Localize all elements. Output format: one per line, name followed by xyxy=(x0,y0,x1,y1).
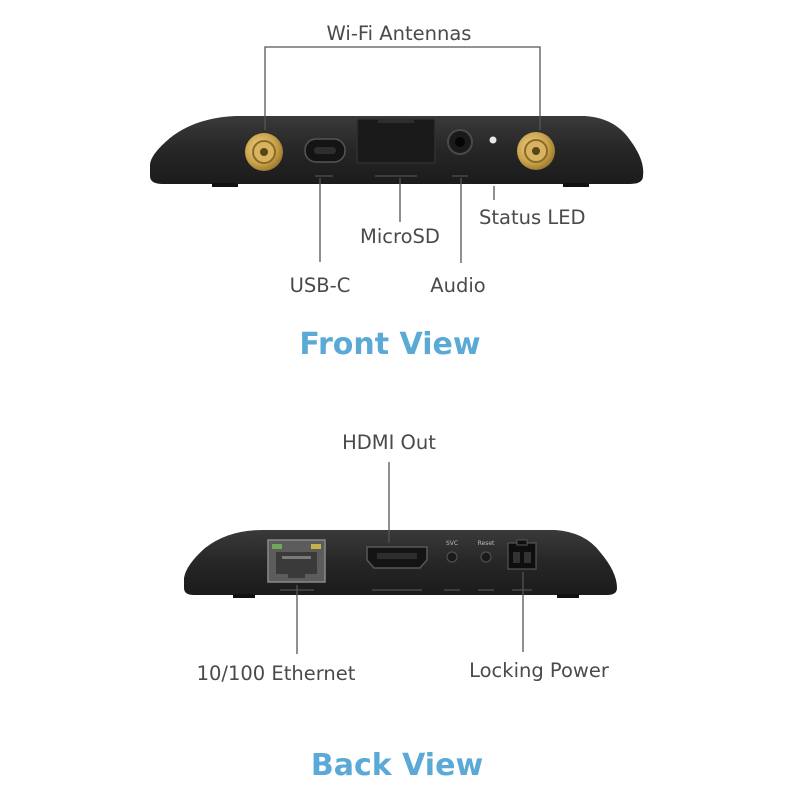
ethernet-port xyxy=(267,539,326,591)
reset-button: Reset xyxy=(478,540,495,591)
audio-jack xyxy=(447,129,473,177)
label-audio: Audio xyxy=(430,274,485,297)
locking-power-port xyxy=(507,539,537,591)
microsd-slot xyxy=(356,118,436,177)
reset-button-label: Reset xyxy=(478,540,495,547)
label-microsd: MicroSD xyxy=(360,225,440,248)
wifi-antennas-leader xyxy=(264,46,541,130)
label-ethernet: 10/100 Ethernet xyxy=(197,662,356,685)
back-view: SVC Reset HDMI Out 10/100 Ethernet Locki… xyxy=(184,431,617,783)
wifi-antenna-connector-left xyxy=(245,133,283,171)
hdmi-port xyxy=(366,546,428,591)
label-usb-c: USB-C xyxy=(290,274,351,297)
label-status-led: Status LED xyxy=(479,206,586,229)
usb-c-port xyxy=(304,138,346,177)
svc-button: SVC xyxy=(444,540,460,591)
wifi-antenna-connector-right xyxy=(517,132,555,170)
back-view-heading: Back View xyxy=(311,748,483,783)
svc-button-label: SVC xyxy=(446,540,458,547)
label-wifi-antennas: Wi-Fi Antennas xyxy=(327,22,472,45)
label-hdmi-out: HDMI Out xyxy=(342,431,436,454)
label-locking-power: Locking Power xyxy=(469,659,610,682)
front-view-heading: Front View xyxy=(299,327,480,362)
front-view: Wi-Fi Antennas Status LED MicroSD USB-C … xyxy=(150,22,644,362)
status-led-indicator xyxy=(489,136,497,144)
